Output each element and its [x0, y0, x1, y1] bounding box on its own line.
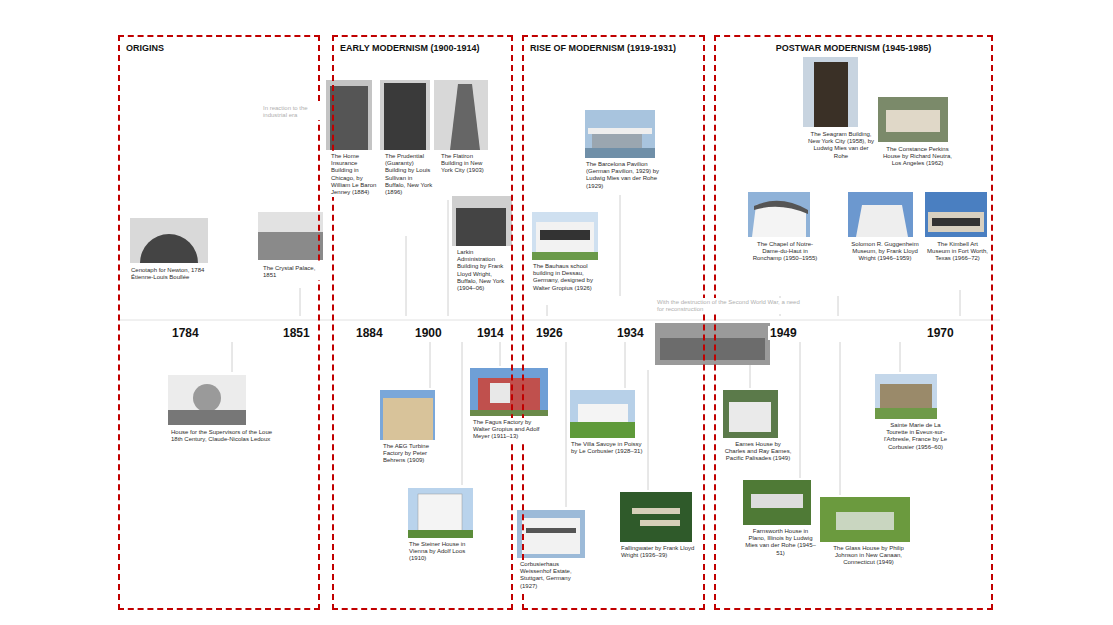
building-card: Corbusierhaus Weissenhof Estate, Stuttga…: [519, 560, 589, 591]
building-card: The Bauhaus school building in Dessau, G…: [532, 262, 597, 293]
year-label: 1934: [615, 326, 646, 340]
building-card: The Kimbell Art Museum in Fort Worth, Te…: [925, 240, 990, 264]
building-caption: Solomon R. Guggenheim Museum, by Frank L…: [850, 240, 920, 264]
building-caption: The Constance Perkins House by Richard N…: [880, 145, 955, 169]
building-card: Farnsworth House in Plano, Illinois by L…: [743, 527, 818, 558]
building-caption: Farnsworth House in Plano, Illinois by L…: [743, 527, 818, 558]
building-card: Sainte Marie de La Tourette in Eveux-sur…: [878, 421, 953, 452]
building-caption: House for the Supervisors of the Loue 18…: [170, 428, 280, 444]
building-caption: The Glass House by Philip Johnson in New…: [826, 544, 911, 568]
year-label: 1926: [534, 326, 565, 340]
building-card: The Home Insurance Building in Chicago, …: [330, 152, 380, 198]
building-card: Solomon R. Guggenheim Museum, by Frank L…: [850, 240, 920, 264]
building-caption: The Prudential (Guaranty) Building by Lo…: [384, 152, 434, 197]
building-card: The AEG Turbine Factory by Peter Behrens…: [382, 442, 442, 466]
building-card: The Constance Perkins House by Richard N…: [880, 145, 955, 169]
building-caption: The Home Insurance Building in Chicago, …: [330, 152, 380, 197]
building-card: Cenotaph for Newton, 1784 Étienne-Louis …: [130, 266, 220, 283]
period-title: RISE OF MODERNISM (1919-1931): [524, 37, 703, 54]
building-card: The Fagus Factory by Walter Gropius and …: [472, 418, 547, 442]
year-label: 1851: [281, 326, 312, 340]
year-label: 1949: [768, 326, 799, 340]
building-card: Eames House by Charles and Ray Eames, Pa…: [723, 440, 793, 464]
building-card: The Seagram Building, New York City (195…: [806, 130, 876, 161]
period-panel: EARLY MODERNISM (1900-1914) The Home Insu…: [332, 35, 513, 610]
period-title: POSTWAR MODERNISM (1945-1985): [716, 37, 991, 54]
building-caption: The Kimbell Art Museum in Fort Worth, Te…: [925, 240, 990, 264]
building-caption: The AEG Turbine Factory by Peter Behrens…: [382, 442, 442, 466]
year-label: 1884: [354, 326, 385, 340]
period-title: EARLY MODERNISM (1900-1914): [334, 37, 511, 54]
building-card: Fallingwater by Frank Lloyd Wright (1936…: [620, 544, 700, 561]
building-caption: The Villa Savoye in Poissy by Le Corbusi…: [570, 440, 645, 456]
period-panel: ORIGINS Cenotaph for Newton, 1784 Étienne…: [118, 35, 320, 610]
building-card: The Crystal Palace, 1851: [262, 264, 322, 281]
building-caption: The Flatiron Building in New York City (…: [440, 152, 496, 176]
building-card: The Flatiron Building in New York City (…: [440, 152, 496, 176]
building-caption: Eames House by Charles and Ray Eames, Pa…: [723, 440, 793, 464]
building-card: The Barcelona Pavilion (German Pavilion,…: [585, 160, 665, 191]
period-panel: POSTWAR MODERNISM (1945-1985) The Seagram…: [714, 35, 993, 610]
building-card: The Prudential (Guaranty) Building by Lo…: [384, 152, 434, 198]
building-caption: Sainte Marie de La Tourette in Eveux-sur…: [878, 421, 953, 452]
year-label: 1970: [925, 326, 956, 340]
building-caption: The Barcelona Pavilion (German Pavilion,…: [585, 160, 665, 191]
year-label: 1914: [475, 326, 506, 340]
building-card: The Glass House by Philip Johnson in New…: [826, 544, 911, 568]
building-card: Larkin Administration Building by Frank …: [456, 248, 511, 294]
year-label: 1784: [170, 326, 201, 340]
building-caption: The Crystal Palace, 1851: [262, 264, 322, 280]
building-caption: The Chapel of Notre-Dame-du-Haut in Ronc…: [750, 240, 820, 264]
building-card: The Villa Savoye in Poissy by Le Corbusi…: [570, 440, 645, 457]
building-caption: Corbusierhaus Weissenhof Estate, Stuttga…: [519, 560, 589, 591]
building-card: House for the Supervisors of the Loue 18…: [170, 428, 280, 445]
building-caption: The Fagus Factory by Walter Gropius and …: [472, 418, 547, 442]
building-caption: The Seagram Building, New York City (195…: [806, 130, 876, 161]
period-title: ORIGINS: [120, 37, 318, 54]
building-caption: The Steiner House in Vienna by Adolf Loo…: [408, 540, 478, 564]
building-caption: The Bauhaus school building in Dessau, G…: [532, 262, 597, 293]
note-text: With the destruction of the Second World…: [656, 298, 808, 314]
building-card: The Steiner House in Vienna by Adolf Loo…: [408, 540, 478, 564]
period-panel: RISE OF MODERNISM (1919-1931) The Barcelo…: [522, 35, 705, 610]
note-text: In reaction to the industrial era: [262, 104, 324, 120]
year-label: 1900: [413, 326, 444, 340]
building-card: The Chapel of Notre-Dame-du-Haut in Ronc…: [750, 240, 820, 264]
building-caption: Cenotaph for Newton, 1784 Étienne-Louis …: [130, 266, 220, 282]
building-caption: Larkin Administration Building by Frank …: [456, 248, 511, 293]
building-caption: Fallingwater by Frank Lloyd Wright (1936…: [620, 544, 700, 560]
